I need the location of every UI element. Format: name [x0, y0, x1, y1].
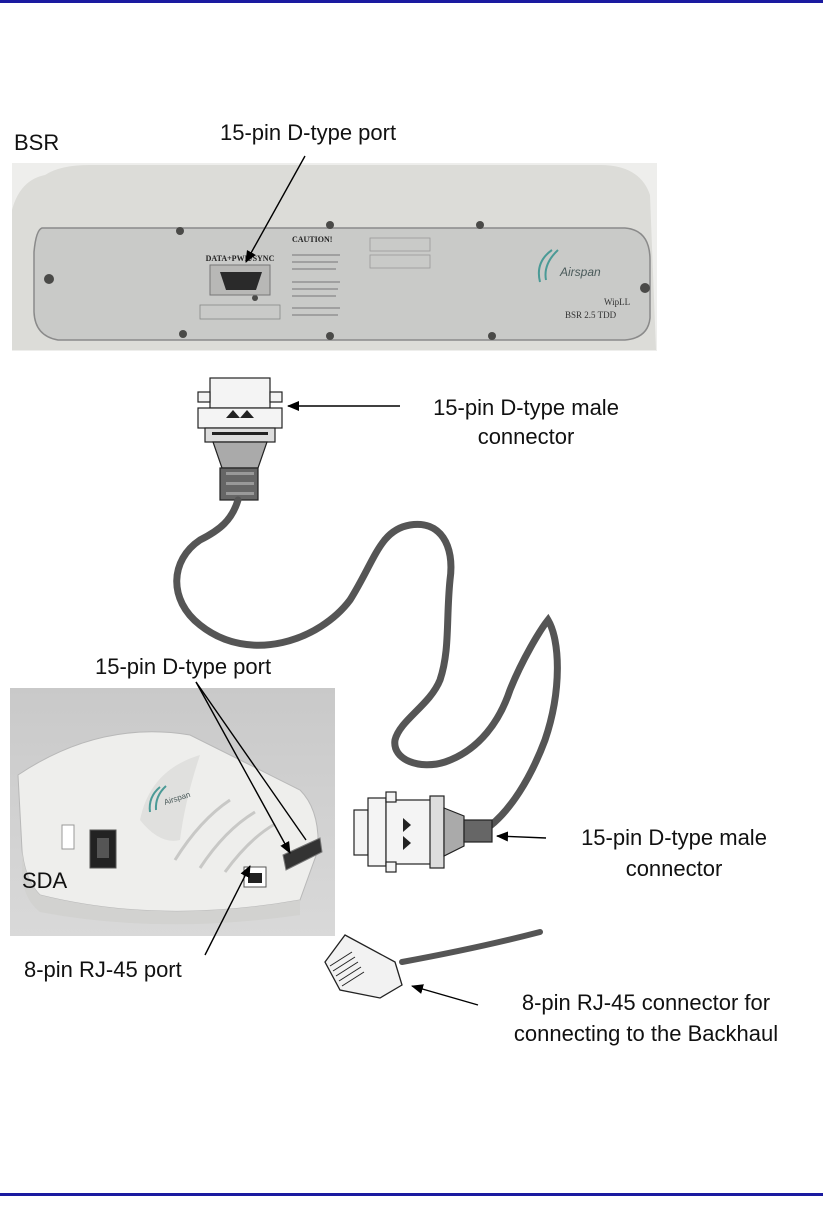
- male-connector-1-label-line1: 15-pin D-type male: [402, 395, 650, 421]
- svg-text:Airspan: Airspan: [559, 265, 601, 279]
- male-connector-2-label-line2: connector: [548, 856, 800, 882]
- sda-port-label: 15-pin D-type port: [95, 654, 271, 680]
- bottom-male-connector: [354, 792, 492, 872]
- bsr-model-line2: BSR 2.5 TDD: [565, 310, 617, 320]
- bottom-rule: [0, 1193, 823, 1196]
- bsr-unit: DATA+PWR/SYNC CAUTION! Airspan WipLL BSR…: [12, 163, 657, 351]
- sda-label: SDA: [22, 868, 67, 894]
- bsr-panel: [34, 228, 650, 340]
- rj45-port-label: 8-pin RJ-45 port: [24, 957, 182, 983]
- bsr-caution-text: CAUTION!: [292, 235, 332, 244]
- male-connector-2-label-line1: 15-pin D-type male: [548, 825, 800, 851]
- male-connector-1-label-line2: connector: [402, 424, 650, 450]
- rj45-connector-label-line2: connecting to the Backhaul: [476, 1021, 816, 1047]
- male-connector-2-arrow: [497, 836, 546, 838]
- rj45-connector-arrow: [412, 986, 478, 1005]
- top-male-connector: [198, 378, 282, 500]
- bsr-port-label: 15-pin D-type port: [220, 120, 396, 146]
- bsr-label: BSR: [14, 130, 59, 156]
- rj45-connector-label-line1: 8-pin RJ-45 connector for: [476, 990, 816, 1016]
- bsr-panel-port-text: DATA+PWR/SYNC: [206, 254, 275, 263]
- bsr-model-line1: WipLL: [604, 297, 630, 307]
- rj45-connector: [325, 932, 540, 998]
